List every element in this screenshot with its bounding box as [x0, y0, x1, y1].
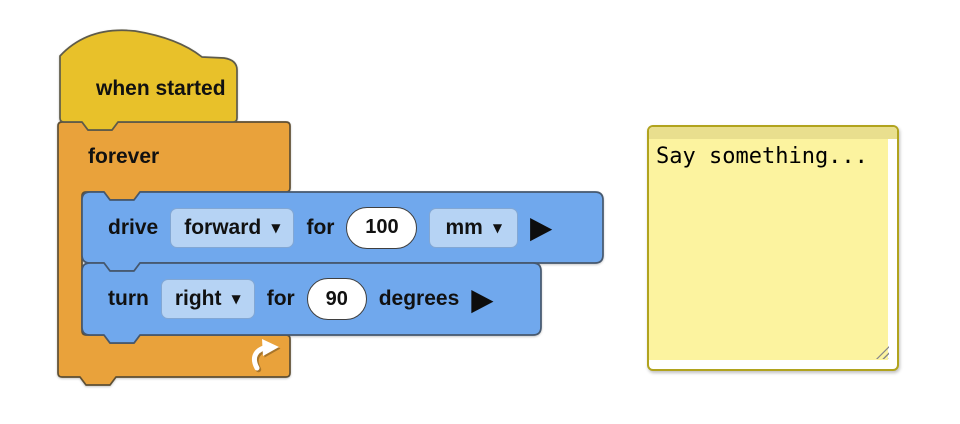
turn-direction-dropdown[interactable]: right ▼	[160, 279, 255, 319]
chevron-down-icon: ▼	[271, 220, 281, 235]
drive-distance-input[interactable]: 100	[346, 206, 418, 249]
chevron-down-icon: ▼	[492, 220, 503, 235]
loop-arrow-icon	[252, 339, 281, 373]
turn-label: turn	[108, 287, 149, 310]
turn-expand-arrow-icon[interactable]: ▶	[471, 280, 494, 317]
drive-direction-value: forward	[184, 215, 262, 239]
chevron-down-icon: ▼	[231, 292, 241, 306]
drive-label: drive	[108, 215, 159, 239]
when-started-block[interactable]	[59, 29, 238, 131]
sticky-note-textarea[interactable]: Say something...	[649, 139, 888, 360]
drive-block-row: drive forward ▼ for 100 mm ▼ ▶	[82, 192, 629, 263]
turn-block-row: turn right ▼ for 90 degrees ▶	[82, 263, 567, 335]
drive-for-label: for	[306, 215, 335, 239]
turn-angle-input[interactable]: 90	[306, 278, 367, 320]
drive-expand-arrow-icon[interactable]: ▶	[530, 209, 553, 245]
sticky-note[interactable]: Say something...	[647, 125, 899, 371]
drive-unit-dropdown[interactable]: mm ▼	[429, 207, 519, 248]
turn-direction-value: right	[174, 287, 222, 310]
drive-direction-dropdown[interactable]: forward ▼	[170, 207, 295, 248]
drive-unit-value: mm	[445, 215, 483, 239]
sticky-note-header[interactable]	[649, 127, 897, 139]
turn-for-label: for	[266, 287, 295, 310]
turn-unit-label: degrees	[378, 287, 460, 310]
